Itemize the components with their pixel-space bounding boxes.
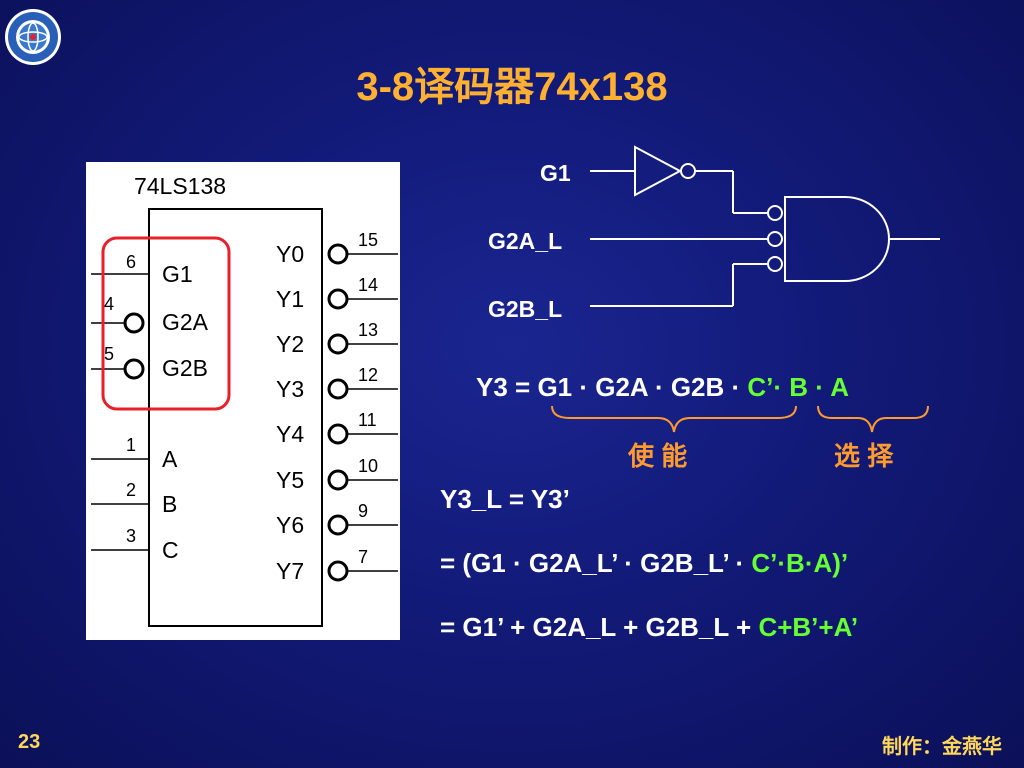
pin-4: 4 bbox=[104, 294, 114, 314]
equation-line-3: = G1’ + G2A_L + G2B_L + C+B’+A’ bbox=[440, 612, 858, 643]
pin-name-y4: Y4 bbox=[276, 421, 304, 447]
pin-name-g2b: G2B bbox=[162, 355, 208, 381]
pin-15: 15 bbox=[358, 230, 378, 250]
pin-name-y0: Y0 bbox=[276, 241, 304, 267]
pin-3: 3 bbox=[126, 526, 136, 546]
equation-line-1: Y3_L = Y3’ bbox=[440, 484, 570, 514]
pin-6: 6 bbox=[126, 252, 136, 272]
gate-input-g1-label: G1 bbox=[540, 160, 571, 186]
y3-prefix: Y3 = bbox=[476, 372, 538, 402]
pin-name-c: C bbox=[162, 537, 179, 563]
pin-name-g2a: G2A bbox=[162, 309, 209, 335]
pin-10: 10 bbox=[358, 456, 378, 476]
pin-name-a: A bbox=[162, 446, 178, 472]
pin-name-y5: Y5 bbox=[276, 467, 304, 493]
chip-diagram: 74LS138 6 4 5 G1 G2A G2B 1 2 3 A B C bbox=[86, 162, 400, 640]
pin-14: 14 bbox=[358, 275, 378, 295]
pin-2: 2 bbox=[126, 480, 136, 500]
pin-name-y2: Y2 bbox=[276, 331, 304, 357]
pin-9: 9 bbox=[358, 501, 368, 521]
enable-gate-diagram bbox=[590, 145, 940, 307]
pin-name-y7: Y7 bbox=[276, 558, 304, 584]
pin-name-y1: Y1 bbox=[276, 286, 304, 312]
equation-braces bbox=[551, 405, 929, 433]
enable-highlight-box bbox=[101, 236, 231, 411]
equation-line-2: = (G1 · G2A_L’ · G2B_L’ · C’·B·A)’ bbox=[440, 548, 848, 579]
select-label: 选 择 bbox=[834, 441, 894, 471]
equation-line-3-select: C+B’+A’ bbox=[758, 612, 859, 642]
pin-11: 11 bbox=[358, 410, 377, 430]
university-logo-icon bbox=[5, 9, 61, 65]
equation-line-2-select: C’·B·A)’ bbox=[751, 548, 849, 578]
enable-label: 使 能 bbox=[628, 441, 688, 471]
pin-name-y3: Y3 bbox=[276, 376, 304, 402]
pin-5: 5 bbox=[104, 344, 114, 364]
pin-13: 13 bbox=[358, 320, 378, 340]
y3-equation: Y3 = G1 · G2A · G2B · C’· B · A bbox=[476, 372, 849, 403]
gate-input-g2b-label: G2B_L bbox=[488, 296, 563, 322]
page-number: 23 bbox=[18, 731, 41, 753]
equation-line-2-main: = (G1 · G2A_L’ · G2B_L’ · bbox=[440, 548, 752, 578]
output-pins bbox=[327, 243, 398, 582]
pin-1: 1 bbox=[126, 435, 136, 455]
author-credit: 制作：金燕华 bbox=[882, 736, 1002, 758]
pin-name-g1: G1 bbox=[162, 261, 193, 287]
pin-7: 7 bbox=[358, 547, 368, 567]
equation-line-3-main: = G1’ + G2A_L + G2B_L + bbox=[440, 612, 759, 642]
gate-input-g2a-label: G2A_L bbox=[488, 228, 563, 254]
slide-title: 3-8译码器74x138 bbox=[356, 65, 668, 109]
y3-enable-term: G1 · G2A · G2B · bbox=[537, 372, 741, 402]
pin-12: 12 bbox=[358, 365, 378, 385]
pin-name-y6: Y6 bbox=[276, 512, 304, 538]
pin-name-b: B bbox=[162, 491, 177, 517]
y3-select-term: C’· B · A bbox=[740, 372, 849, 402]
chip-part-name: 74LS138 bbox=[134, 173, 226, 199]
